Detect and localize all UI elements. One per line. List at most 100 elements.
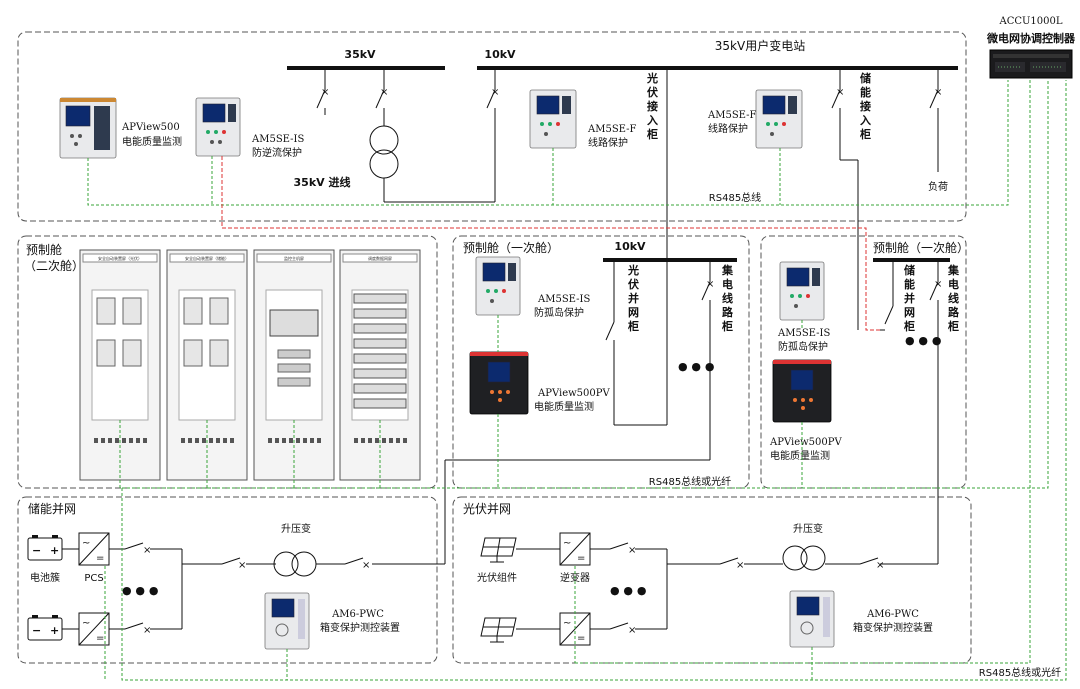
pv-cabinet-label: 光伏接入柜: [646, 71, 658, 141]
pv-cabin-title: 预制舱（一次舱）: [463, 241, 559, 255]
svg-text:=: =: [577, 553, 585, 564]
am5se-is-sub-device: [195, 97, 241, 157]
cabinet-row: 安全自动装置屏（光伏） 安全自动装置屏（储能）监控主机屏 调度数据网屏: [79, 249, 421, 488]
pv-transformer: ×: [782, 545, 884, 571]
am6-storage-device: [264, 592, 310, 650]
svg-text:×: ×: [143, 545, 151, 556]
am5se-is-storage-device: [779, 261, 825, 321]
apview500-device: [59, 97, 117, 159]
svg-text:=: =: [577, 633, 585, 644]
bus-35kv-label: 35kV: [344, 48, 376, 61]
storage-transformer-label: 升压变: [281, 522, 311, 535]
controller-device: [989, 49, 1073, 79]
svg-text:~: ~: [563, 538, 571, 549]
svg-text:×: ×: [876, 560, 884, 571]
svg-text:~: ~: [563, 618, 571, 629]
pv-grid-switch: [605, 260, 668, 426]
svg-text:×: ×: [491, 87, 499, 98]
rs485-substation-bus: [87, 80, 1009, 206]
anti-reverse-link: [221, 156, 880, 331]
pcs-icon-1: ~=: [78, 532, 110, 566]
pv-branch-switches: × × ×: [590, 542, 783, 636]
cabinet-name: 调度数据网屏: [368, 255, 392, 261]
vertical-char: 光: [627, 263, 639, 277]
switch-10kv-transformer: ×: [486, 68, 499, 202]
svg-text:×: ×: [934, 279, 942, 290]
rs485-storage-cabin: [122, 80, 1049, 489]
pv-collector-switch: ×: [372, 260, 714, 565]
pv-grid-box: [452, 496, 972, 664]
vertical-char: 储: [904, 263, 915, 277]
am6-storage-desc: 箱变保护测控装置: [320, 621, 400, 634]
vertical-char: 伏: [628, 277, 639, 291]
am5se-is-sub-desc: 防逆流保护: [252, 146, 302, 159]
vertical-char: 柜: [859, 127, 871, 141]
vertical-char: 入: [647, 114, 658, 127]
svg-text:×: ×: [706, 279, 714, 290]
am6-pv-device: [789, 590, 835, 648]
vertical-char: 并: [904, 291, 915, 305]
switch-35kv-to-transformer: ×: [375, 68, 388, 126]
secondary-cabin-title-1: 预制舱: [26, 243, 62, 257]
storage-cabin-ellipsis: ● ● ●: [905, 334, 941, 347]
vertical-char: 柜: [903, 319, 915, 333]
svg-text:=: =: [96, 633, 104, 644]
storage-collector-switch: ×: [880, 260, 942, 565]
svg-text:×: ×: [628, 625, 636, 636]
cabinet: 监控主机屏: [253, 249, 335, 488]
pv-grid-cabinet-label: 光伏并网柜: [627, 263, 639, 333]
vertical-char: 接: [860, 99, 871, 113]
pv-cabin-bus-label: 10kV: [614, 240, 646, 253]
vertical-char: 储: [860, 71, 871, 85]
am5se-is-pv-desc: 防孤岛保护: [534, 306, 584, 319]
switch-35kv-incoming: ×: [316, 68, 329, 115]
svg-text:+: +: [50, 624, 59, 637]
am6-pv-desc: 箱变保护测控装置: [853, 621, 933, 634]
pv-module-icon-2: [480, 617, 517, 643]
cabinet: 调度数据网屏: [339, 249, 421, 488]
pv-collector-cabinet-label: 集电线路柜: [721, 263, 734, 333]
secondary-cabin-title-2: （二次舱）: [24, 259, 84, 273]
main-transformer: [369, 125, 495, 203]
cabinet-name: 安全自动装置屏（光伏）: [98, 255, 142, 261]
storage-grid-switch: [880, 260, 894, 331]
svg-text:+: +: [50, 544, 59, 557]
storage-grid-title: 储能并网: [28, 501, 76, 516]
vertical-char: 集: [721, 263, 734, 277]
am5se-f-2-desc: 线路保护: [708, 122, 748, 135]
vertical-char: 并: [628, 291, 639, 305]
pv-module-icon-1: [480, 537, 517, 563]
vertical-char: 路: [722, 305, 734, 319]
apview500pv-storage-device: [772, 359, 832, 423]
apview500pv-storage-model: APView500PV: [769, 437, 842, 448]
vertical-char: 集: [947, 263, 960, 277]
rs485-pv-cabin-label: RS485总线或光纤: [649, 475, 731, 488]
vertical-char: 柜: [646, 127, 658, 141]
pv-primary-cabin-box: [452, 235, 750, 489]
svg-text:×: ×: [836, 87, 844, 98]
svg-text:×: ×: [380, 87, 388, 98]
vertical-char: 路: [948, 305, 960, 319]
apview500pv-pv-model: APView500PV: [537, 388, 610, 399]
storage-cabin-title: 预制舱（一次舱）: [873, 241, 969, 255]
vertical-char: 线: [948, 291, 959, 305]
vertical-char: 线: [722, 291, 733, 305]
battery-label: 电池簇: [30, 571, 60, 584]
svg-text:−: −: [32, 624, 41, 637]
am5se-f-1-model: AM5SE-F: [587, 124, 637, 135]
load-label: 负荷: [928, 180, 948, 193]
am6-pv-model: AM6-PWC: [866, 609, 919, 620]
svg-text:×: ×: [321, 87, 329, 98]
vertical-char: 光: [646, 71, 658, 85]
apview500-desc: 电能质量监测: [122, 135, 182, 148]
am5se-f-1-desc: 线路保护: [588, 136, 628, 149]
apview500pv-storage-desc: 电能质量监测: [770, 449, 830, 462]
svg-text:=: =: [96, 553, 104, 564]
am5se-f-2-model: AM5SE-F: [707, 110, 757, 121]
vertical-char: 能: [860, 85, 871, 99]
cabinet: 安全自动装置屏（储能）: [166, 249, 248, 488]
pv-transformer-label: 升压变: [793, 522, 823, 535]
svg-text:−: −: [32, 544, 41, 557]
am5se-is-pv-device: [475, 256, 521, 316]
storage-collector-cabinet-label: 集电线路柜: [947, 263, 960, 333]
